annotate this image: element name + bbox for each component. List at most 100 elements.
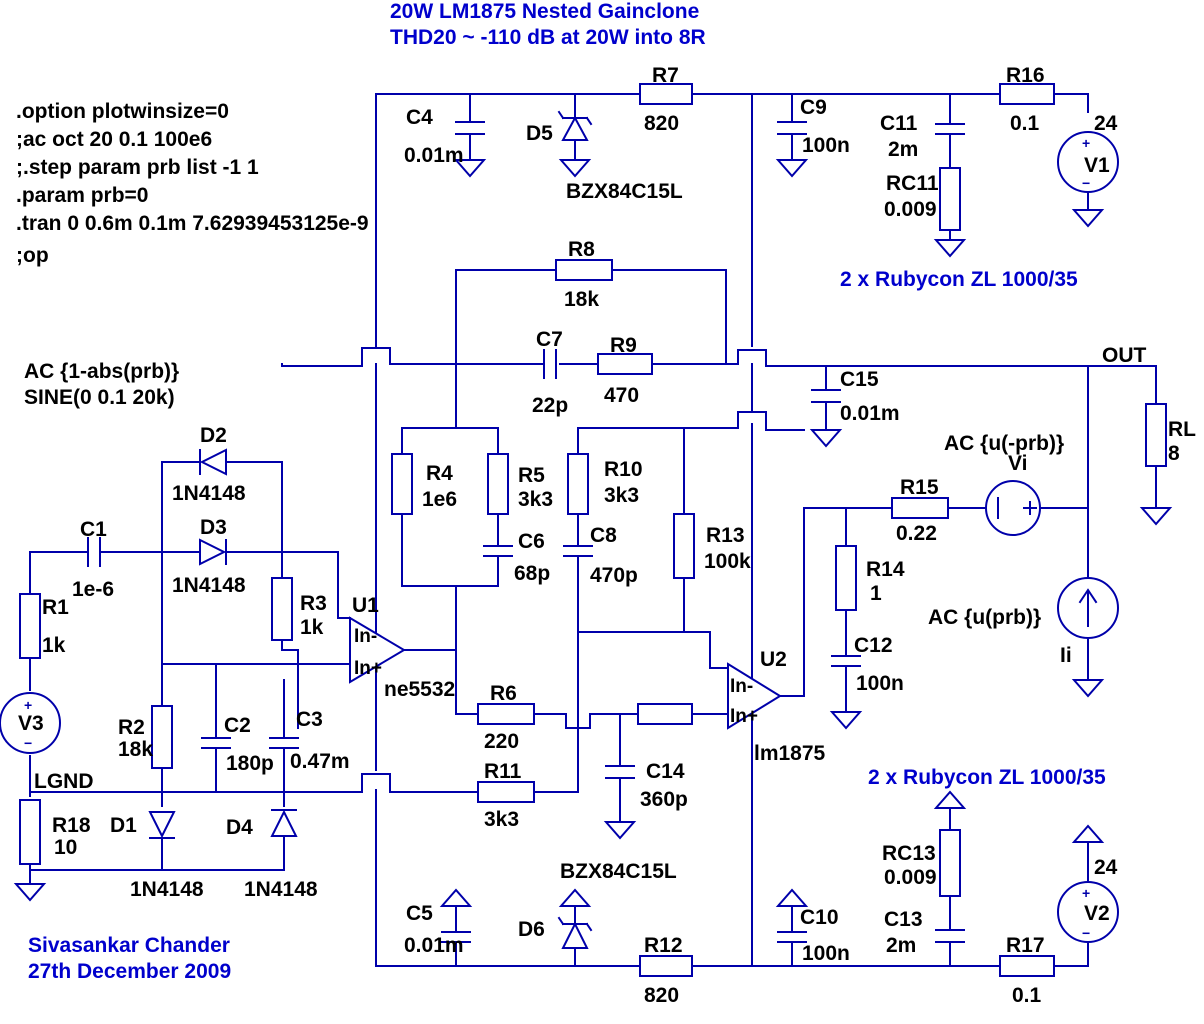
wire-top-rail xyxy=(375,93,1089,113)
capacitor-c15 xyxy=(811,389,841,403)
ground-icon xyxy=(558,159,592,178)
label-r17-value: 0.1 xyxy=(1012,984,1042,1007)
label-r10-value: 3k3 xyxy=(604,484,639,507)
ground-icon xyxy=(933,239,967,258)
current-source-ii xyxy=(1057,577,1119,639)
title-line-1: 20W LM1875 Nested Gainclone xyxy=(390,0,699,23)
label-r2-value: 18k xyxy=(118,738,153,761)
label-r3-name: R3 xyxy=(300,592,327,615)
label-r4-name: R4 xyxy=(426,462,453,485)
zener-diode-d6 xyxy=(557,916,593,949)
capacitor-c4 xyxy=(455,121,485,135)
ground-icon xyxy=(453,159,487,178)
label-r10-name: R10 xyxy=(604,458,643,481)
resistor-r16 xyxy=(999,83,1055,105)
label-v1-value: 24 xyxy=(1094,112,1118,135)
resistor-r11 xyxy=(477,781,535,803)
label-c1-value: 1e-6 xyxy=(72,578,114,601)
capacitor-c11 xyxy=(935,123,965,135)
caps-note-bottom: 2 x Rubycon ZL 1000/35 xyxy=(868,766,1106,789)
resistor-r10 xyxy=(567,453,589,515)
label-c8-value: 470p xyxy=(590,564,638,587)
label-c7-name: C7 xyxy=(536,328,563,351)
label-c3-name: C3 xyxy=(296,708,323,731)
label-c5-value: 0.01m xyxy=(404,934,464,957)
label-rc13-name: RC13 xyxy=(882,842,936,865)
voltage-source-v2: + − xyxy=(1057,881,1119,943)
label-rc11-value: 0.009 xyxy=(884,198,937,221)
diodes xyxy=(148,110,593,949)
u1-pin-noninv: In+ xyxy=(354,658,382,679)
label-u1-value: ne5532 xyxy=(384,678,455,701)
diode-d2 xyxy=(199,448,227,476)
label-r17-name: R17 xyxy=(1006,934,1045,957)
minus-sign: − xyxy=(1082,925,1090,941)
capacitors xyxy=(87,121,965,943)
label-r7-name: R7 xyxy=(652,64,679,87)
u2-pin-noninv: In+ xyxy=(730,706,758,727)
minus-sign: − xyxy=(24,735,32,751)
label-r13-name: R13 xyxy=(706,524,745,547)
ground-icon xyxy=(809,429,843,448)
capacitor-c7 xyxy=(543,349,557,379)
label-d3-value: 1N4148 xyxy=(172,574,246,597)
label-c14-name: C14 xyxy=(646,760,685,783)
label-d4-name: D4 xyxy=(226,816,253,839)
capacitor-c2 xyxy=(201,737,231,749)
caps-note-top: 2 x Rubycon ZL 1000/35 xyxy=(840,268,1078,291)
label-c10-value: 100n xyxy=(802,942,850,965)
label-c12-name: C12 xyxy=(854,634,893,657)
net-label-lgnd: LGND xyxy=(34,770,94,793)
label-c13-name: C13 xyxy=(884,908,923,931)
label-d5-name: D5 xyxy=(526,122,553,145)
label-c9-value: 100n xyxy=(802,134,850,157)
label-rc13-value: 0.009 xyxy=(884,866,937,889)
label-d2-value: 1N4148 xyxy=(172,482,246,505)
ground-icon xyxy=(1139,507,1173,526)
u2-pin-inv: In- xyxy=(730,676,753,697)
label-r9-name: R9 xyxy=(610,334,637,357)
resistors xyxy=(19,83,1167,977)
resistor-r2 xyxy=(151,705,173,769)
label-r5-value: 3k3 xyxy=(518,488,553,511)
label-d4-value: 1N4148 xyxy=(244,878,318,901)
resistor-r4 xyxy=(391,453,413,515)
label-c9-name: C9 xyxy=(800,96,827,119)
ii-ac-setting: AC {u(prb)} xyxy=(928,606,1041,629)
label-c2-value: 180p xyxy=(226,752,274,775)
label-d2-name: D2 xyxy=(200,424,227,447)
capacitor-c8 xyxy=(563,545,593,557)
label-c4-name: C4 xyxy=(406,106,433,129)
label-r14-value: 1 xyxy=(870,582,882,605)
opamp-u1 xyxy=(349,616,406,684)
label-d1-value: 1N4148 xyxy=(130,878,204,901)
v3-sine-setting: SINE(0 0.1 20k) xyxy=(24,386,175,409)
label-d6-value: BZX84C15L xyxy=(560,860,677,883)
label-c13-value: 2m xyxy=(886,934,916,957)
directive: .param prb=0 xyxy=(16,184,148,207)
ground-icon xyxy=(829,711,863,730)
capacitor-c5 xyxy=(441,931,471,943)
label-r5-name: R5 xyxy=(518,464,545,487)
label-r4-value: 1e6 xyxy=(422,488,457,511)
u1-pin-inv: In- xyxy=(354,626,377,647)
resistor-r9 xyxy=(597,353,653,375)
resistor-r7 xyxy=(639,83,693,105)
label-c3-value: 0.47m xyxy=(290,750,350,773)
label-d3-name: D3 xyxy=(200,516,227,539)
ground-icon xyxy=(603,821,637,840)
label-r2-name: R2 xyxy=(118,716,145,739)
label-c5-name: C5 xyxy=(406,902,433,925)
label-u1-name: U1 xyxy=(352,594,379,617)
capacitor-c12 xyxy=(831,655,861,667)
label-r14-name: R14 xyxy=(866,558,905,581)
vi-ac-setting: AC {u(-prb)} xyxy=(944,432,1064,455)
label-rl-name: RL xyxy=(1168,418,1196,441)
resistor-r3 xyxy=(271,577,293,641)
title-line-2: THD20 ~ -110 dB at 20W into 8R xyxy=(390,26,706,49)
voltage-source-v3: + − xyxy=(0,692,61,754)
label-c2-name: C2 xyxy=(224,714,251,737)
directive: .tran 0 0.6m 0.1m 7.62939453125e-9 xyxy=(16,212,369,235)
wires xyxy=(29,93,1157,967)
resistor-rl xyxy=(1145,403,1167,467)
